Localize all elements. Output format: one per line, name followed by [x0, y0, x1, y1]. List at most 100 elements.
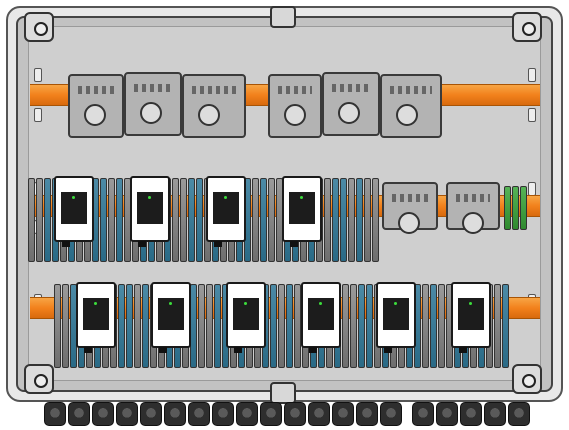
cable-gland [68, 402, 90, 426]
contactor-foot [62, 241, 70, 247]
terminal-block-grey [62, 284, 69, 368]
terminal-block-blue [366, 284, 373, 368]
contactor-foot [384, 347, 392, 353]
terminal-block-blue [430, 284, 437, 368]
cable-gland [380, 402, 402, 426]
terminal-block-grey [198, 284, 205, 368]
contactor-led [300, 196, 303, 199]
contactor [151, 282, 191, 353]
breaker-module [446, 182, 500, 234]
terminal-block-blue [340, 178, 347, 262]
contactor-led [72, 196, 75, 199]
terminal-block-green [504, 186, 511, 230]
contactor-foot [234, 347, 242, 353]
contactor [451, 282, 491, 353]
terminal-block-blue [116, 178, 123, 262]
breaker-module [124, 72, 182, 136]
cable-gland [164, 402, 186, 426]
cable-gland [356, 402, 378, 426]
contactor [376, 282, 416, 353]
bottom-hinge [270, 382, 296, 404]
terminal-block-grey [36, 178, 43, 262]
terminal-block-blue [100, 178, 107, 262]
contactor [206, 176, 246, 247]
contactor-led [469, 302, 472, 305]
cable-gland [308, 402, 330, 426]
terminal-block-grey [342, 284, 349, 368]
breaker-module [380, 74, 442, 138]
contactor-foot [309, 347, 317, 353]
terminal-block-grey [348, 178, 355, 262]
cable-gland [140, 402, 162, 426]
terminal-block-blue [356, 178, 363, 262]
terminal-block-grey [294, 284, 301, 368]
terminal-block-blue [44, 178, 51, 262]
contactor-foot [84, 347, 92, 353]
contactor-foot [290, 241, 298, 247]
terminal-block-grey [438, 284, 445, 368]
side-slot [34, 108, 42, 122]
terminal-block-grey [28, 178, 35, 262]
terminal-block-grey [54, 284, 61, 368]
terminal-block-grey [134, 284, 141, 368]
corner-fixing-top-right [512, 12, 542, 42]
contactor [54, 176, 94, 247]
corner-fixing-top-left [24, 12, 54, 42]
terminal-block-grey [172, 178, 179, 262]
contactor-led [394, 302, 397, 305]
cable-gland [260, 402, 282, 426]
terminal-block-green [520, 186, 527, 230]
terminal-block-blue [118, 284, 125, 368]
terminal-block-blue [188, 178, 195, 262]
terminal-block-grey [372, 178, 379, 262]
contactor-foot [459, 347, 467, 353]
breaker-module [322, 72, 380, 136]
terminal-block-green [512, 186, 519, 230]
breaker-module [182, 74, 246, 138]
contactor [130, 176, 170, 247]
cable-gland [412, 402, 434, 426]
contactor [301, 282, 341, 353]
terminal-block-blue [190, 284, 197, 368]
cable-gland [212, 402, 234, 426]
side-slot [528, 108, 536, 122]
terminal-block-grey [364, 178, 371, 262]
contactor-led [244, 302, 247, 305]
terminal-block-blue [142, 284, 149, 368]
cable-gland [460, 402, 482, 426]
terminal-block-blue [286, 284, 293, 368]
contactor [226, 282, 266, 353]
contactor-foot [214, 241, 222, 247]
cable-gland [116, 402, 138, 426]
contactor-foot [138, 241, 146, 247]
top-hinge [270, 6, 296, 28]
contactor [76, 282, 116, 353]
breaker-module [382, 182, 438, 234]
contactor-led [319, 302, 322, 305]
terminal-block-grey [252, 178, 259, 262]
breaker-module [68, 74, 124, 138]
contactor-led [224, 196, 227, 199]
cable-gland [284, 402, 306, 426]
corner-fixing-bottom-right [512, 364, 542, 394]
terminal-block-grey [350, 284, 357, 368]
terminal-block-grey [268, 178, 275, 262]
terminal-block-blue [214, 284, 221, 368]
side-slot [528, 68, 536, 82]
cable-gland [332, 402, 354, 426]
corner-fixing-bottom-left [24, 364, 54, 394]
contactor-led [148, 196, 151, 199]
cable-gland [436, 402, 458, 426]
terminal-block-blue [332, 178, 339, 262]
side-slot [34, 68, 42, 82]
terminal-block-grey [494, 284, 501, 368]
contactor [282, 176, 322, 247]
terminal-block-blue [358, 284, 365, 368]
cable-gland [508, 402, 530, 426]
cable-gland [44, 402, 66, 426]
cable-gland [484, 402, 506, 426]
contactor-led [169, 302, 172, 305]
terminal-block-grey [206, 284, 213, 368]
terminal-block-grey [108, 178, 115, 262]
terminal-block-grey [180, 178, 187, 262]
